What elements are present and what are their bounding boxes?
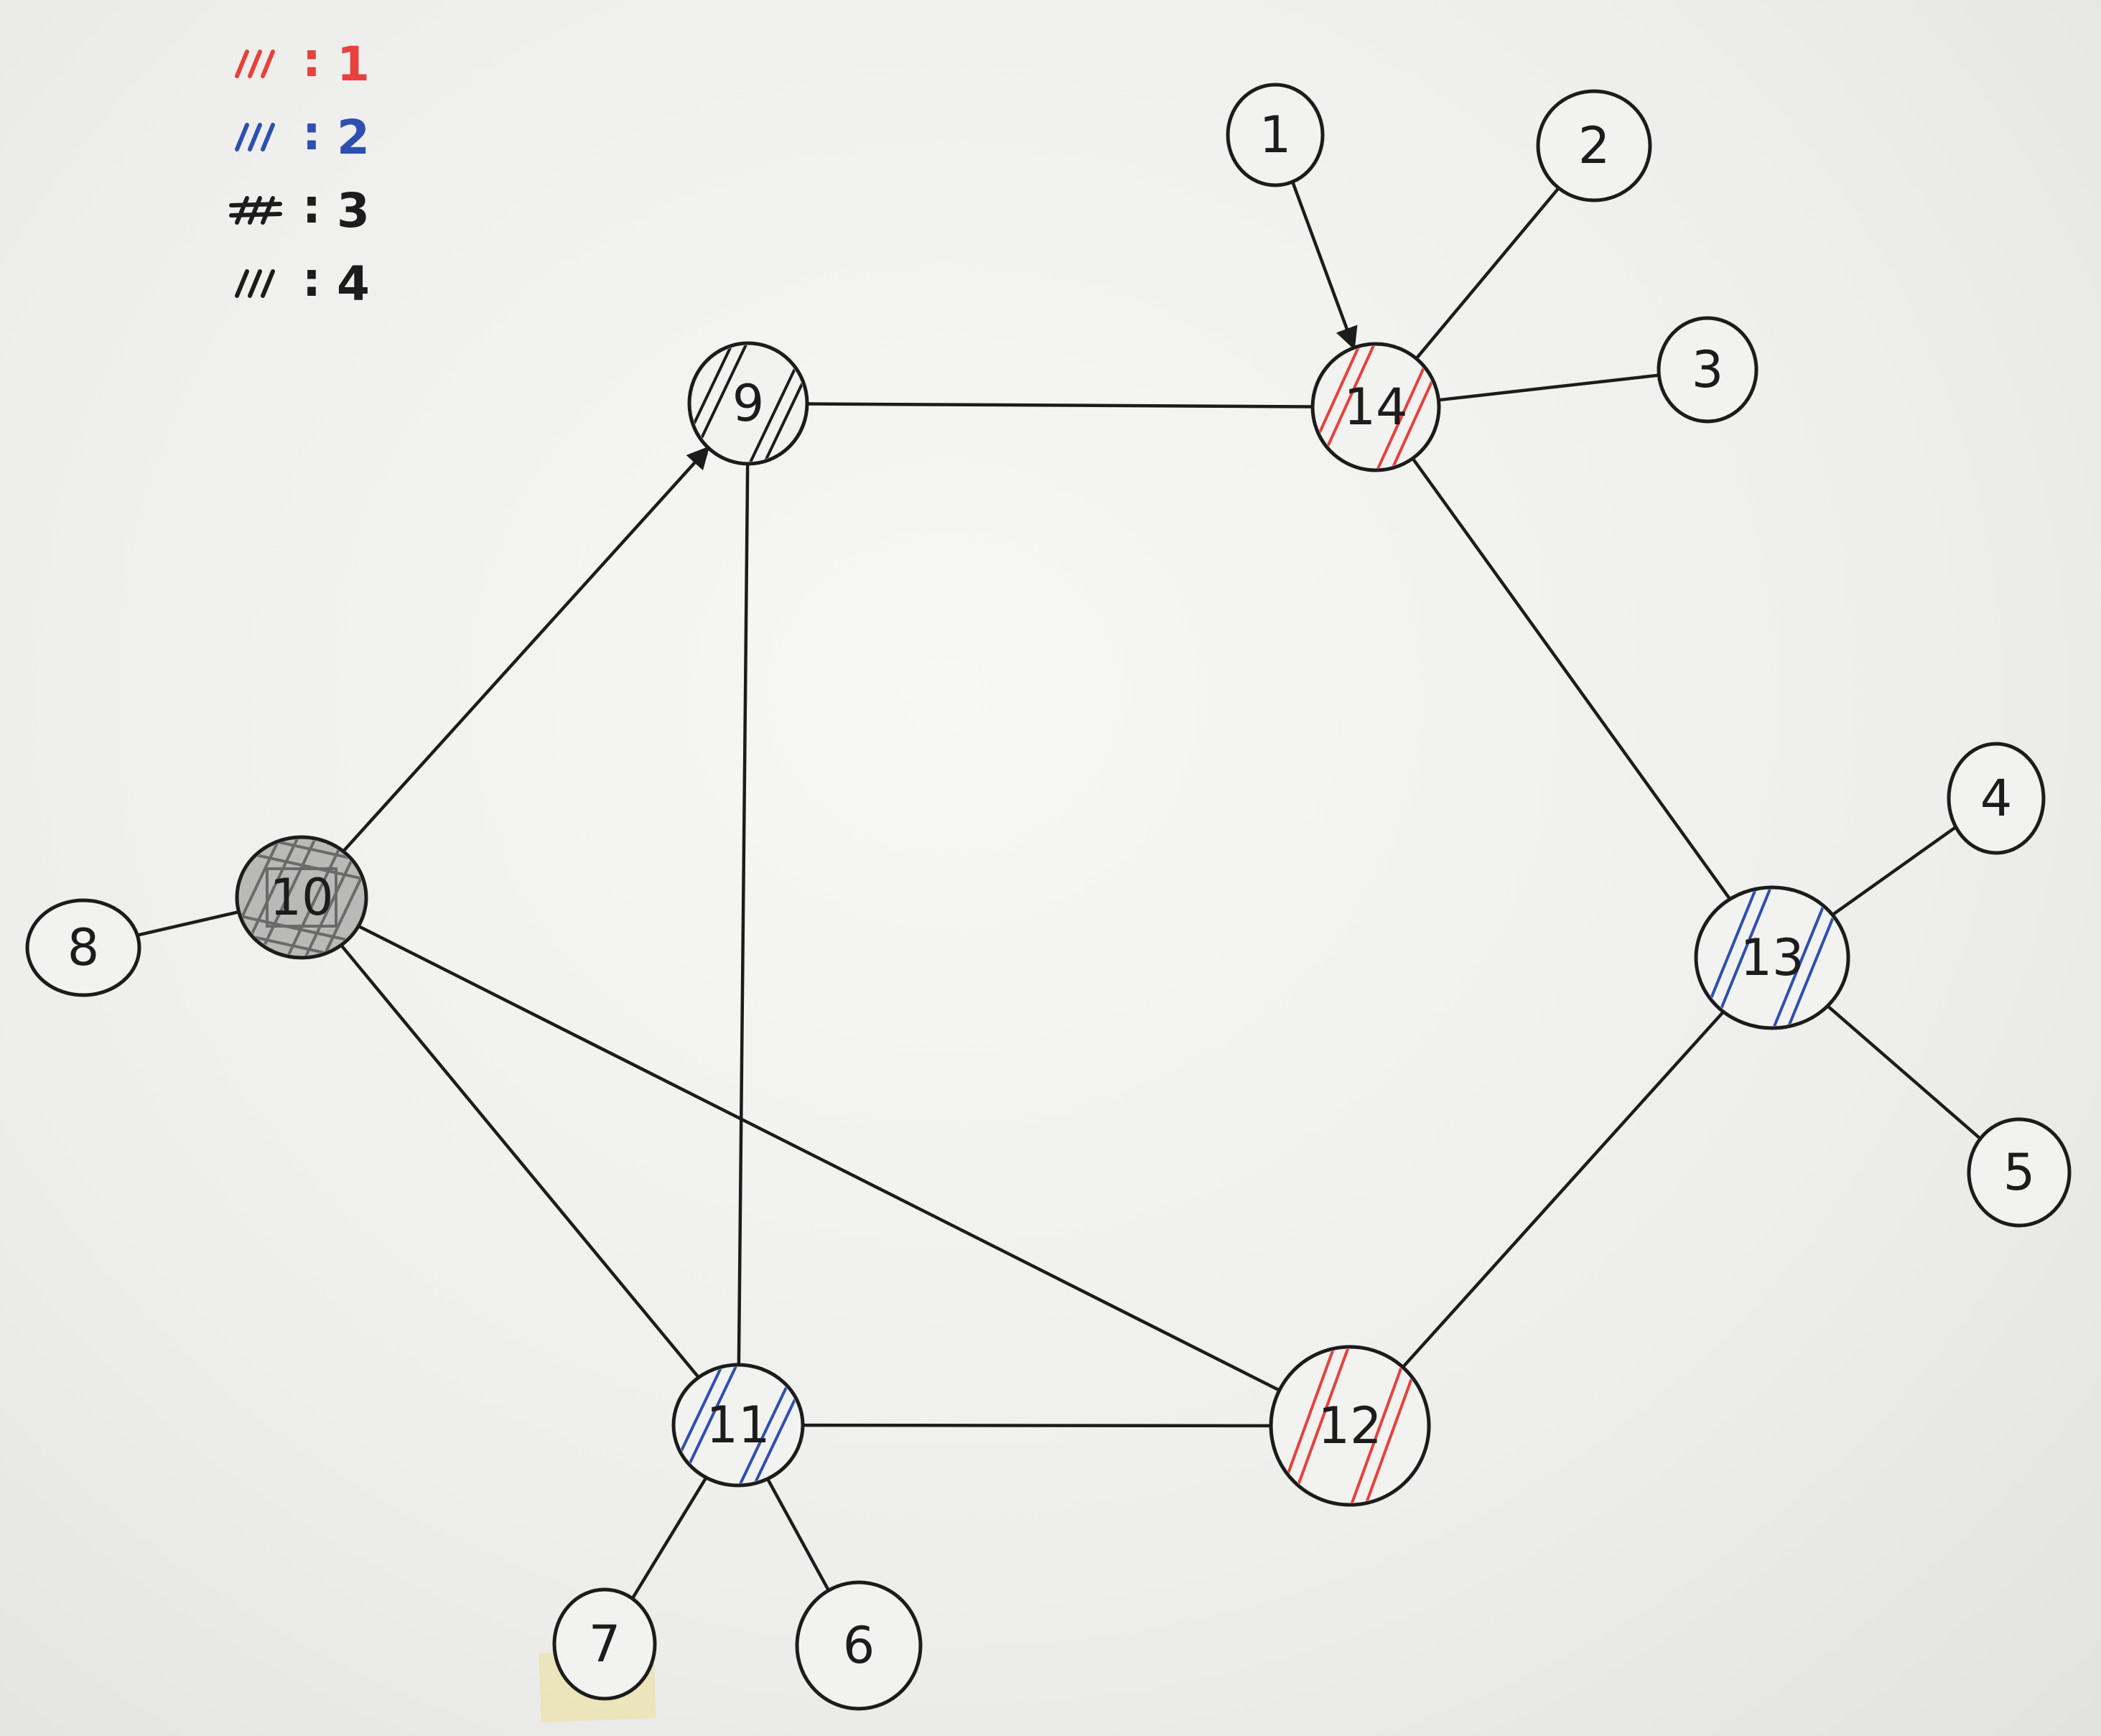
legend-swatch-1 [235,50,275,78]
node-3-circle [1657,316,1758,424]
edge-14-2 [1415,186,1560,360]
node-11-circle [671,1363,805,1488]
node-10-hatch [239,839,364,956]
node-9-label: 9 [732,374,765,433]
legend-value-3: 3 [337,183,370,238]
edge-10-8 [131,910,243,938]
edge-14-1 [1290,179,1358,350]
node-8-label: 8 [67,918,100,977]
node-2: 2 [1536,89,1652,202]
node-7-circle [552,1587,657,1701]
legend-separator-2: : [302,106,321,161]
node-13-circle [1694,885,1850,1030]
edge-10-12 [355,923,1282,1392]
edge-10-11 [340,943,700,1379]
node-7: 7 [552,1587,657,1701]
legend-row-2: :2 [235,106,370,165]
node-10: 10 [235,835,368,960]
node-5-circle [1967,1117,2072,1228]
node-14-label: 14 [1343,378,1407,437]
node-6-label: 6 [843,1616,875,1675]
legend-row-4: :4 [235,252,370,312]
node-6-circle [795,1580,923,1711]
node-11-label: 11 [706,1396,770,1455]
node-7-label: 7 [589,1615,621,1674]
node-13-label: 13 [1740,928,1804,987]
node-3: 3 [1657,316,1758,424]
node-6: 6 [795,1580,923,1711]
edge-9-11 [737,461,750,1365]
edge-13-4 [1830,826,1957,918]
node-10-label: 10 [269,868,333,927]
node-12: 12 [1269,1345,1431,1507]
node-1-label: 1 [1259,106,1292,164]
legend-row-1: :1 [235,32,370,92]
node-8-circle [25,898,141,997]
edge-11-7 [630,1477,707,1601]
legend-value-2: 2 [337,110,370,165]
node-2-label: 2 [1578,116,1611,175]
node-1-circle [1226,83,1325,187]
node-5: 5 [1967,1117,2072,1228]
legend: :1:2:3:4 [229,32,370,312]
legend-value-1: 1 [337,37,370,92]
edge-14-13 [1411,457,1731,900]
edge-9-10 [342,446,710,853]
node-4-label: 4 [1980,769,2013,828]
edge-13-5 [1825,1004,1982,1141]
node-12-label: 12 [1318,1396,1382,1455]
legend-row-3: :3 [229,179,370,238]
legend-value-4: 4 [337,256,370,312]
legend-separator-4: : [302,252,321,307]
node-5-label: 5 [2003,1143,2036,1202]
node-11: 11 [671,1363,805,1488]
edge-11-12 [798,1423,1273,1428]
legend-swatch-4 [235,269,275,298]
node-2-circle [1536,89,1652,202]
legend-swatch-3 [229,196,282,225]
node-8: 8 [25,898,141,997]
node-3-label: 3 [1692,340,1724,399]
legend-separator-3: : [302,179,321,234]
node-1: 1 [1226,83,1325,187]
node-13: 13 [1694,885,1850,1030]
edge-9-14 [806,402,1315,409]
node-12-circle [1269,1345,1431,1507]
node-4-circle [1947,742,2046,855]
edge-14-3 [1437,373,1659,402]
edge-11-6 [766,1478,831,1592]
edges-layer [131,179,1982,1601]
node-14: 14 [1310,342,1441,472]
node-9: 9 [687,341,809,466]
legend-separator-1: : [302,32,321,88]
edge-13-12 [1401,1010,1725,1369]
node-4: 4 [1947,742,2046,855]
legend-swatch-2 [235,123,275,151]
